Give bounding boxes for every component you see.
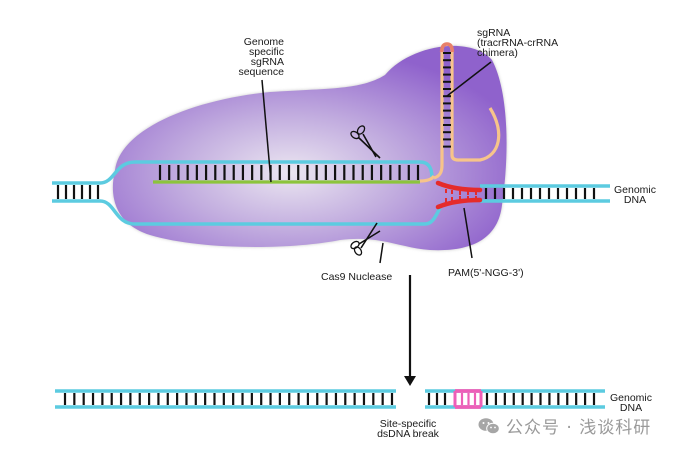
dna-bottom-strand [52, 199, 442, 226]
sgrna-hairpin-base-pairs [443, 52, 451, 148]
label-genomic-dna-top: Genomic DNA [613, 184, 656, 206]
label-pam: PAM(5'-NGG-3') [448, 267, 524, 279]
label-site-specific-break: Site-specific dsDNA break [377, 418, 439, 440]
wechat-icon [478, 417, 500, 434]
leader-cas9 [379, 242, 384, 264]
pam-site [435, 180, 483, 210]
watermark-text: 公众号 · 浅谈科研 [506, 418, 652, 438]
leader-sgrna [446, 61, 492, 97]
scissors-icon-top [350, 125, 381, 159]
dna-top-strand [52, 160, 434, 185]
cleaved-dna [55, 389, 605, 409]
cas9-protein [112, 45, 507, 251]
target-dna [52, 160, 610, 226]
leader-genome-specific [261, 79, 272, 183]
leader-lines [261, 61, 492, 264]
process-arrow [404, 275, 416, 386]
label-genome-specific-sgrna: Genome specific sgRNA sequence [238, 36, 284, 78]
leader-pam [463, 207, 473, 259]
sgrna-structure [419, 42, 501, 183]
label-cas9-nuclease: Cas9 Nuclease [321, 271, 393, 283]
label-sgrna-chimera: sgRNA (tracrRNA-crRNA chimera) [477, 27, 559, 59]
watermark: 公众号 · 浅谈科研 [478, 413, 651, 438]
scissors-icon-bottom [350, 222, 381, 256]
label-genomic-dna-bottom: Genomic DNA [609, 392, 652, 414]
